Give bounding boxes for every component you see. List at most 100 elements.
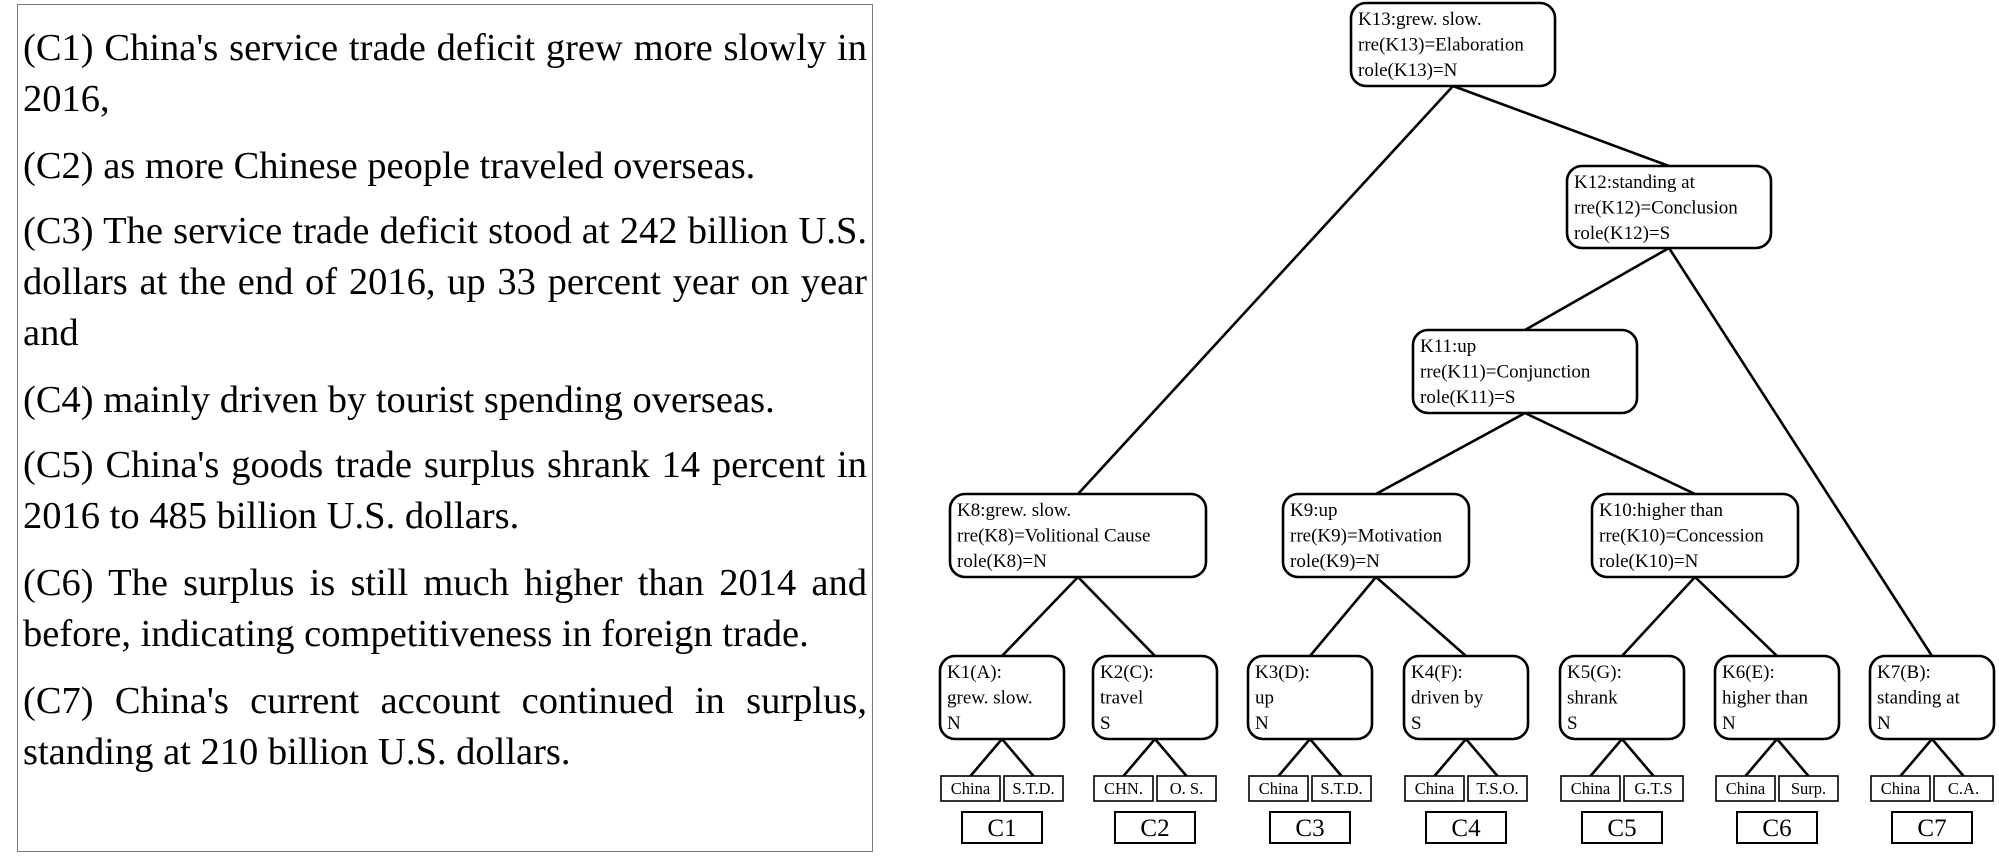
tree-node-box <box>1565 164 1773 250</box>
tree-node-label: shrank <box>1567 688 1618 709</box>
tree-edges <box>1001 84 1934 657</box>
segment-box <box>1581 811 1663 844</box>
segment-label: C2 <box>1140 815 1169 842</box>
clause-c3: (C3) The service trade deficit stood at … <box>23 210 867 354</box>
tree-edge-k8-k1 <box>1001 576 1079 657</box>
tree-node-label: rre(K8)=Volitional Cause <box>957 526 1150 547</box>
argument-box-right <box>1156 775 1217 802</box>
segment-label: C3 <box>1295 815 1324 842</box>
segment-c4: C4 <box>1425 811 1507 844</box>
tree-node-box <box>948 492 1208 579</box>
tree-node-label: K10:higher than <box>1599 500 1724 521</box>
clause-c2: (C2) as more Chinese people traveled ove… <box>23 145 756 187</box>
clause-segments: C1 C2 C3 C4 C5 C6 C7 <box>961 811 1973 844</box>
tree-edge-k8-k2 <box>1077 576 1156 657</box>
tree-edge-k11-k10 <box>1524 411 1696 496</box>
argument-label-right: O. S. <box>1170 779 1203 798</box>
segment-c5: C5 <box>1581 811 1663 844</box>
clause-c6: (C6) The surplus is still much higher th… <box>23 562 867 655</box>
tree-node-label: S <box>1100 713 1111 734</box>
tree-node-box <box>1411 328 1639 415</box>
tree-node-label: grew. slow. <box>947 688 1033 709</box>
segment-box <box>961 811 1043 844</box>
argument-pair-k2: CHN. O. S. <box>1093 738 1217 802</box>
argument-branch <box>1433 738 1467 777</box>
argument-box-right <box>1933 775 1994 802</box>
segment-label: C4 <box>1451 815 1481 842</box>
tree-edge-k12-k7 <box>1667 247 1934 657</box>
segment-box <box>1736 811 1818 844</box>
argument-label-right: S.T.D. <box>1320 779 1362 798</box>
argument-branch <box>1309 738 1343 777</box>
tree-node-label: K9:up <box>1290 500 1338 521</box>
argument-box-left <box>1248 775 1309 802</box>
argument-label-left: CHN. <box>1104 779 1143 798</box>
argument-pair-k7: China C.A. <box>1870 738 1994 802</box>
segment-box <box>1425 811 1507 844</box>
argument-box-right <box>1003 775 1064 802</box>
argument-branch <box>1001 738 1035 777</box>
argument-box-left <box>1093 775 1154 802</box>
argument-branch <box>1899 738 1933 777</box>
tree-node-k4: K4(F):driven byS <box>1402 654 1530 741</box>
segment-c6: C6 <box>1736 811 1818 844</box>
argument-box-right <box>1623 775 1684 802</box>
argument-branch <box>1589 738 1623 777</box>
argument-branch <box>1154 738 1188 777</box>
tree-node-label: K12:standing at <box>1574 172 1696 193</box>
segment-label: C6 <box>1762 815 1791 842</box>
tree-node-label: K2(C): <box>1100 662 1154 683</box>
tree-node-label: N <box>947 713 961 734</box>
tree-node-label: K4(F): <box>1411 662 1463 683</box>
segment-c7: C7 <box>1891 811 1973 844</box>
argument-branch <box>1277 738 1311 777</box>
segment-label: C1 <box>987 815 1016 842</box>
tree-node-label: K5(G): <box>1567 662 1622 683</box>
segment-label: C7 <box>1917 815 1946 842</box>
tree-node-k12: K12:standing atrre(K12)=Conclusionrole(K… <box>1565 164 1773 250</box>
segment-c3: C3 <box>1269 811 1351 844</box>
tree-node-box <box>1349 1 1557 88</box>
argument-label-left: China <box>1881 779 1921 798</box>
argument-label-left: China <box>1259 779 1299 798</box>
tree-node-k3: K3(D):upN <box>1246 654 1374 741</box>
argument-label-left: China <box>1415 779 1455 798</box>
segment-c2: C2 <box>1114 811 1196 844</box>
clause-c1: (C1) China's service trade deficit grew … <box>23 27 867 120</box>
tree-edge-k11-k9 <box>1375 411 1526 496</box>
argument-branch <box>1744 738 1778 777</box>
tree-node-label: travel <box>1100 688 1143 709</box>
argument-box-right <box>1311 775 1372 802</box>
tree-edge-k10-k6 <box>1694 576 1778 657</box>
argument-label-left: China <box>1571 779 1611 798</box>
argument-branch <box>1776 738 1810 777</box>
tree-node-label: driven by <box>1411 688 1484 709</box>
tree-node-label: rre(K13)=Elaboration <box>1358 35 1524 56</box>
argument-label-right: C.A. <box>1948 779 1979 798</box>
segment-label: C5 <box>1607 815 1636 842</box>
segment-c1: C1 <box>961 811 1043 844</box>
segment-box <box>1891 811 1973 844</box>
argument-branch <box>1122 738 1156 777</box>
tree-node-label: K8:grew. slow. <box>957 500 1071 521</box>
tree-node-k7: K7(B):standing atN <box>1868 654 1996 741</box>
argument-label-right: S.T.D. <box>1012 779 1054 798</box>
argument-branch <box>1621 738 1655 777</box>
tree-node-label: role(K12)=S <box>1574 223 1670 244</box>
tree-node-label: role(K11)=S <box>1420 387 1516 408</box>
tree-node-k8: K8:grew. slow.rre(K8)=Volitional Causero… <box>948 492 1208 579</box>
tree-node-label: K7(B): <box>1877 662 1931 683</box>
argument-label-right: T.S.O. <box>1476 779 1518 798</box>
argument-branch <box>1465 738 1499 777</box>
segment-box <box>1269 811 1351 844</box>
argument-label-left: China <box>1726 779 1766 798</box>
tree-nodes: K13:grew. slow.rre(K13)=Elaborationrole(… <box>938 1 1996 741</box>
